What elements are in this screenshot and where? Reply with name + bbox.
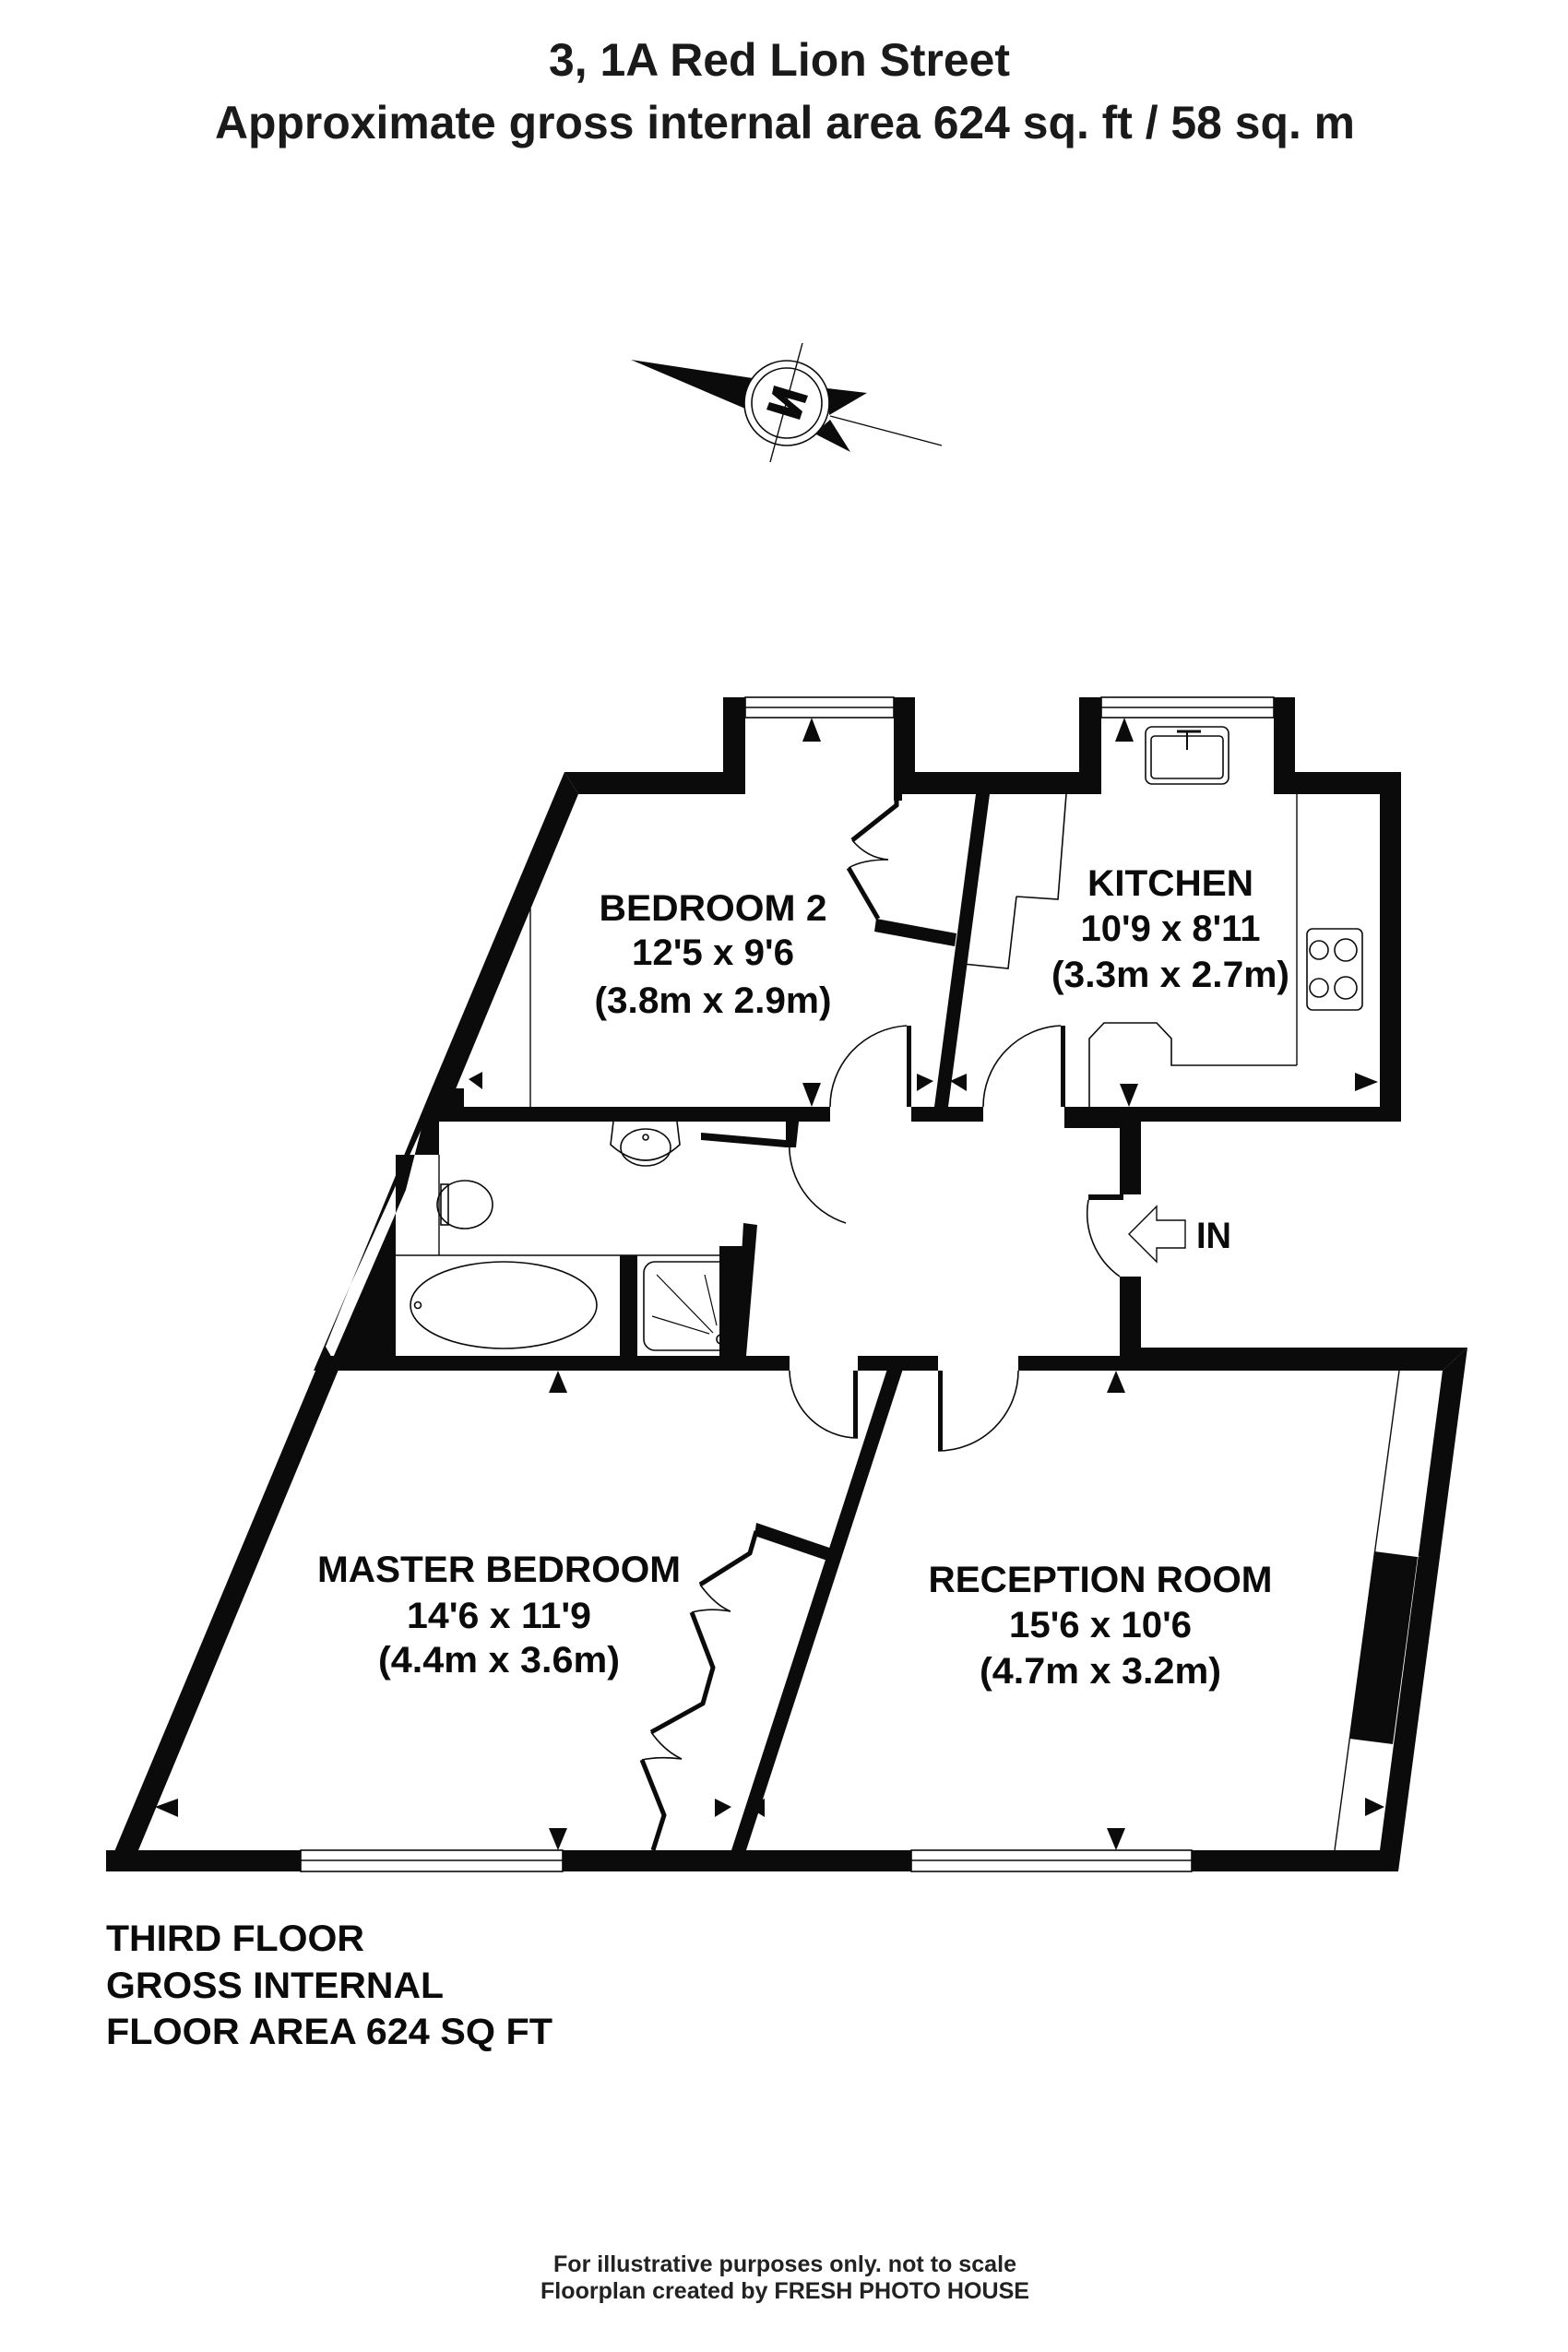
room-imperial-size: 10'9 x 8'11 xyxy=(1081,909,1261,949)
room-imperial-size: 14'6 x 11'9 xyxy=(407,1596,591,1636)
chimney-breast xyxy=(1349,1551,1418,1744)
compass-n-glyph xyxy=(766,386,808,420)
bathtub-icon xyxy=(410,1261,598,1349)
room-name: MASTER BEDROOM xyxy=(317,1550,681,1590)
washbasin-icon xyxy=(610,1121,681,1167)
doors xyxy=(639,799,1121,1851)
exterior-walls xyxy=(106,697,1467,1871)
shower-tray-icon xyxy=(643,1261,734,1351)
north-compass-icon xyxy=(631,342,943,463)
room-metric-size: (4.4m x 3.6m) xyxy=(378,1640,620,1681)
floor-info: THIRD FLOOR GROSS INTERNAL FLOOR AREA 62… xyxy=(106,1918,552,2052)
room-metric-size: (3.8m x 2.9m) xyxy=(595,980,832,1021)
toilet-icon xyxy=(436,1180,493,1229)
area-summary: Approximate gross internal area 624 sq. … xyxy=(215,97,1355,148)
entrance-arrow-icon xyxy=(1128,1205,1186,1264)
credit-text: Floorplan created by FRESH PHOTO HOUSE xyxy=(540,2278,1029,2304)
disclaimer-text: For illustrative purposes only. not to s… xyxy=(553,2251,1016,2277)
room-name: BEDROOM 2 xyxy=(600,888,827,929)
room-name: RECEPTION ROOM xyxy=(929,1560,1273,1600)
room-kitchen: KITCHEN 10'9 x 8'11 (3.3m x 2.7m) xyxy=(1051,863,1289,995)
hob-icon xyxy=(1306,928,1363,1011)
room-reception: RECEPTION ROOM 15'6 x 10'6 (4.7m x 3.2m) xyxy=(929,1560,1273,1692)
interior-walls xyxy=(326,718,1401,1850)
room-imperial-size: 15'6 x 10'6 xyxy=(1009,1605,1192,1645)
fixtures xyxy=(396,726,1421,1851)
dimension-markers xyxy=(155,718,1384,1850)
floor-name: THIRD FLOOR xyxy=(106,1918,364,1959)
floor-area-label: GROSS INTERNAL xyxy=(106,1966,444,2006)
room-metric-size: (3.3m x 2.7m) xyxy=(1051,955,1289,995)
room-metric-size: (4.7m x 3.2m) xyxy=(980,1651,1221,1692)
entrance-label: IN xyxy=(1196,1216,1231,1256)
windows xyxy=(300,696,1275,1872)
kitchen-sink-icon xyxy=(1145,726,1229,785)
room-bedroom-2: BEDROOM 2 12'5 x 9'6 (3.8m x 2.9m) xyxy=(595,888,832,1021)
room-master-bedroom: MASTER BEDROOM 14'6 x 11'9 (4.4m x 3.6m) xyxy=(317,1550,681,1681)
room-name: KITCHEN xyxy=(1087,863,1253,904)
address-title: 3, 1A Red Lion Street xyxy=(549,34,1010,86)
floor-area-value: FLOOR AREA 624 SQ FT xyxy=(106,2012,552,2052)
room-imperial-size: 12'5 x 9'6 xyxy=(632,932,794,973)
